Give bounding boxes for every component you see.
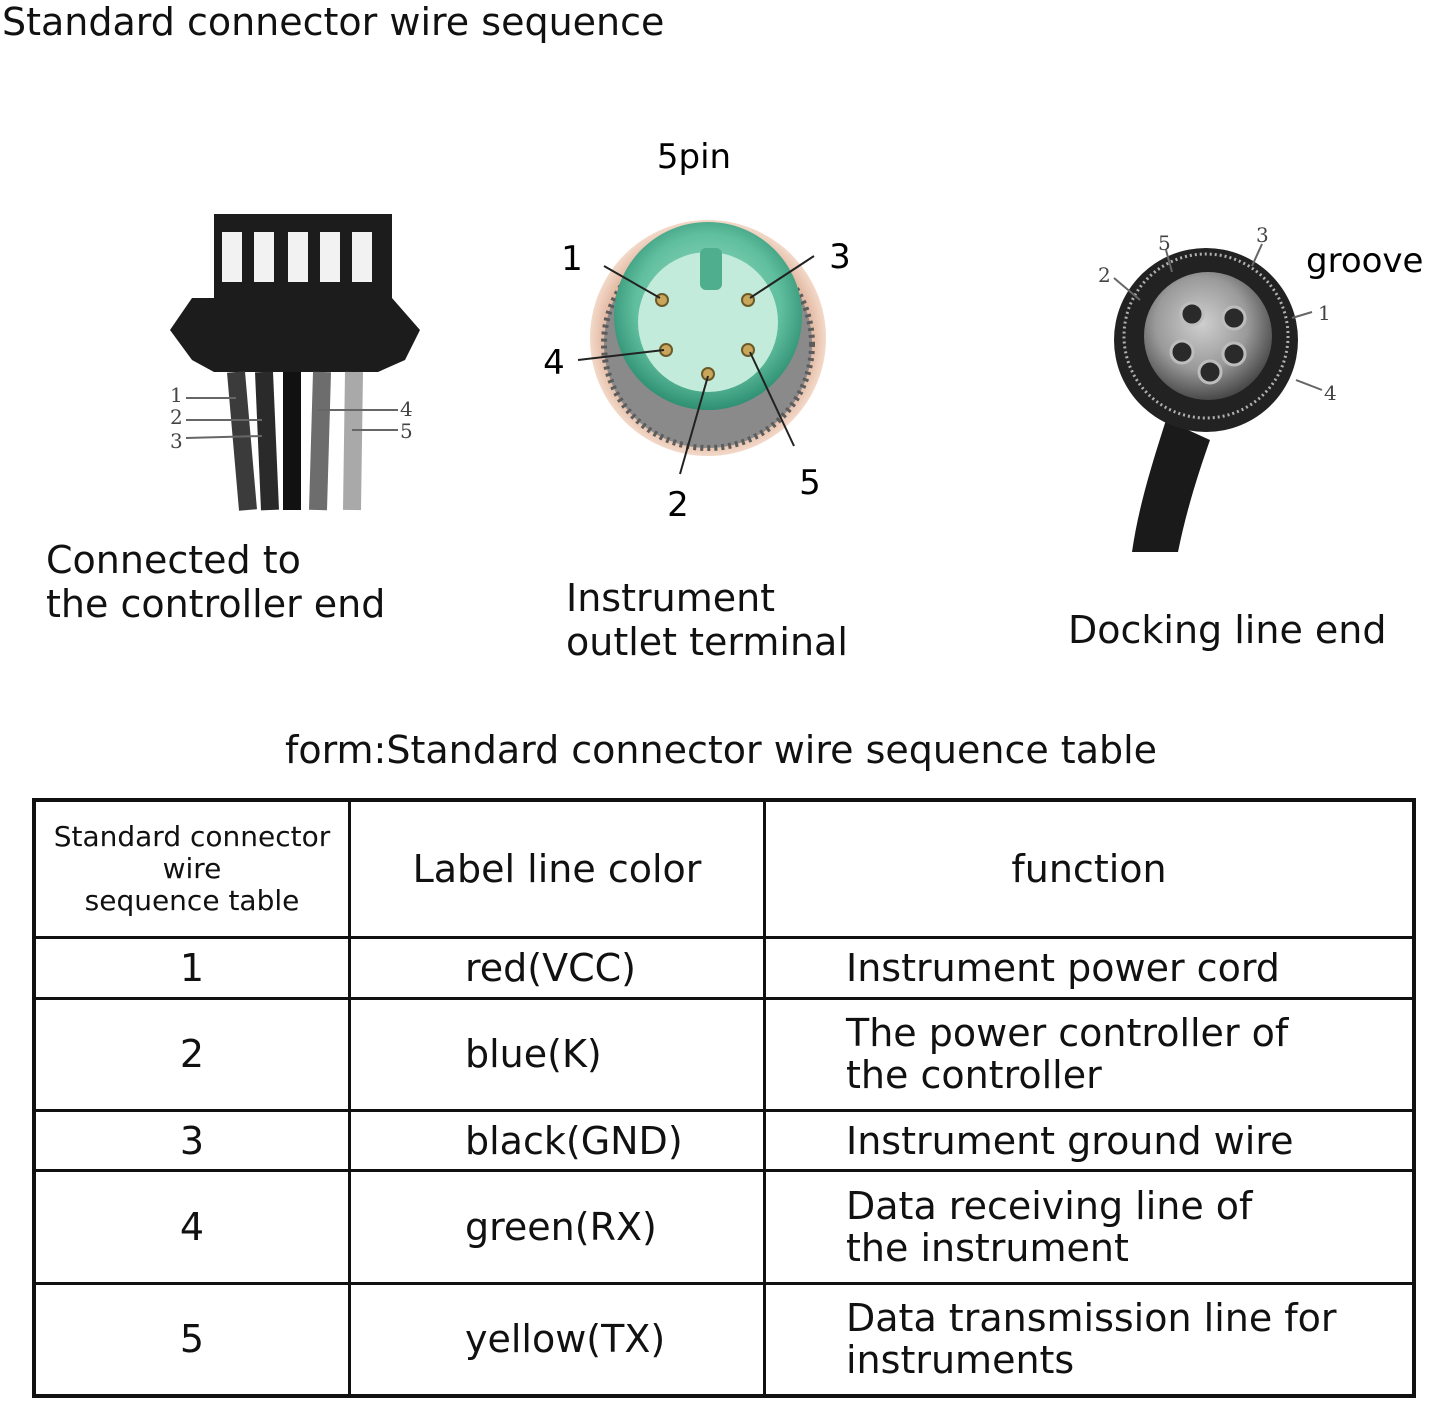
header-color: Label line color [348, 798, 766, 939]
controller-pin-label-1: 1 [170, 383, 183, 407]
table-row: 4 green(RX) Data receiving line of the i… [32, 1169, 1416, 1285]
controller-pin-label-2: 2 [170, 405, 183, 429]
controller-caption-line1: Connected to [46, 538, 301, 582]
instrument-pin-label-1: 1 [561, 239, 583, 279]
row-number: 5 [32, 1281, 351, 1398]
table-title: form:Standard connector wire sequence ta… [284, 728, 1158, 772]
instrument-pin-label-3: 3 [829, 237, 851, 277]
docking-pin-label-1: 1 [1318, 301, 1331, 325]
docking-pin-label-3: 3 [1256, 223, 1269, 247]
instrument-pin-label-5: 5 [799, 463, 821, 503]
controller-connector-image [170, 214, 420, 511]
row-function: Instrument ground wire [763, 1108, 1416, 1173]
row-color: black(GND) [348, 1108, 766, 1173]
controller-pin-label-4: 4 [400, 397, 413, 421]
table-row: 3 black(GND) Instrument ground wire [32, 1108, 1416, 1173]
row-color: red(VCC) [348, 936, 766, 1000]
row-function: Instrument power cord [763, 936, 1416, 1000]
row-color: blue(K) [348, 996, 766, 1112]
row-number: 2 [32, 996, 351, 1112]
row-color: yellow(TX) [348, 1281, 766, 1398]
controller-caption: Connected to the controller end [46, 538, 385, 626]
header-function: function [763, 798, 1416, 939]
table-row: 2 blue(K) The power controller of the co… [32, 996, 1416, 1112]
controller-pin-label-5: 5 [400, 419, 413, 443]
row-function: Data receiving line of the instrument [763, 1169, 1416, 1285]
controller-pin-label-3: 3 [170, 429, 183, 453]
row-function-line1: Data receiving line of [846, 1184, 1253, 1229]
row-function-line1: The power controller of [846, 1011, 1289, 1056]
instrument-caption-line1: Instrument [566, 576, 776, 620]
row-function-line2: the instrument [846, 1226, 1129, 1271]
row-number: 1 [32, 936, 351, 1000]
row-function-line1: Instrument power cord [846, 945, 1280, 990]
header-sequence: Standard connector wire sequence table [32, 798, 351, 939]
row-function-line2: the controller [846, 1053, 1102, 1098]
table-header-row: Standard connector wire sequence table L… [32, 798, 1416, 939]
row-function: The power controller of the controller [763, 996, 1416, 1112]
header-sequence-line2: wire [162, 852, 222, 885]
row-function-line1: Data transmission line for [846, 1296, 1337, 1341]
instrument-terminal-image [577, 220, 826, 475]
header-sequence-line3: sequence table [84, 884, 300, 917]
table-row: 1 red(VCC) Instrument power cord [32, 936, 1416, 1000]
row-function-line2: instruments [846, 1338, 1075, 1383]
row-function-line1: Instrument ground wire [846, 1118, 1294, 1163]
docking-pin-label-2: 2 [1098, 263, 1111, 287]
row-color: green(RX) [348, 1169, 766, 1285]
pin-count-label: 5pin [657, 137, 731, 177]
instrument-pin-label-4: 4 [543, 343, 565, 383]
instrument-pin-label-2: 2 [667, 485, 689, 525]
instrument-caption: Instrument outlet terminal [566, 576, 848, 664]
connector-figures: 1 2 3 4 5 5pin 1 2 3 4 5 [170, 137, 1423, 552]
table-row: 5 yellow(TX) Data transmission line for … [32, 1281, 1416, 1398]
row-function: Data transmission line for instruments [763, 1281, 1416, 1398]
docking-pin-label-4: 4 [1324, 381, 1337, 405]
controller-caption-line2: the controller end [46, 582, 386, 626]
wire-sequence-table: Standard connector wire sequence table L… [32, 798, 1416, 1398]
header-sequence-line1: Standard connector [53, 820, 331, 853]
groove-label: groove [1306, 241, 1423, 281]
docking-pin-label-5: 5 [1158, 231, 1171, 255]
docking-caption: Docking line end [1068, 608, 1387, 652]
row-number: 4 [32, 1169, 351, 1285]
docking-connector-image [1113, 243, 1323, 552]
row-number: 3 [32, 1108, 351, 1173]
instrument-caption-line2: outlet terminal [566, 620, 848, 664]
page-title: Standard connector wire sequence [2, 0, 665, 44]
